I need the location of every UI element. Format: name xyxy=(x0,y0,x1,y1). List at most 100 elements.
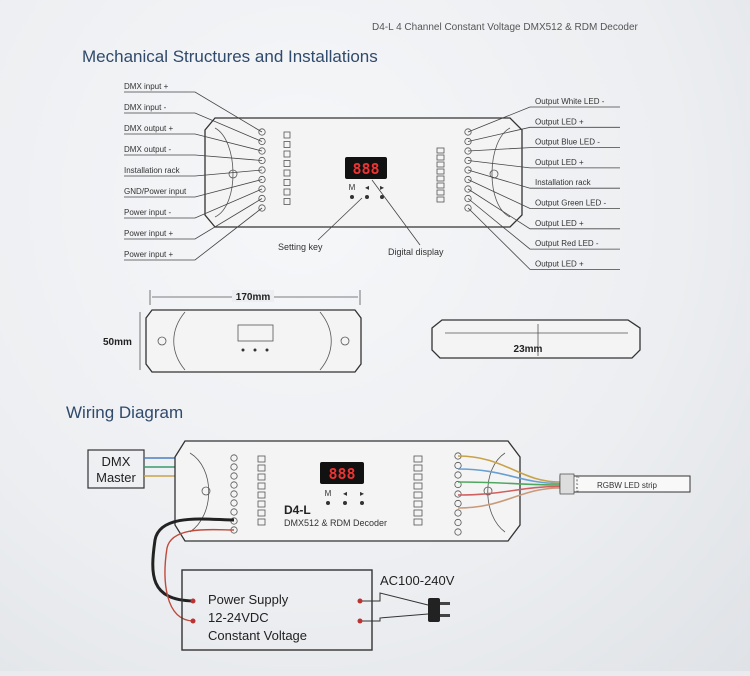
leader-line-left xyxy=(124,179,263,198)
dimension-length: 170mm xyxy=(149,290,361,305)
leader-line-left xyxy=(124,188,263,219)
right-label: Output White LED - xyxy=(535,97,605,106)
wiring-terminal-right xyxy=(454,490,462,498)
strip-pin-label: V+ xyxy=(576,475,580,479)
ps-line3: Constant Voltage xyxy=(208,628,307,643)
wiring-display xyxy=(320,462,364,484)
wiring-terminal-left xyxy=(230,508,238,516)
wiring-terminal-right xyxy=(454,471,462,479)
right-terminal-block xyxy=(436,128,472,212)
right-label: Output LED + xyxy=(535,117,584,126)
leader-line-right xyxy=(467,198,620,250)
terminal-screw-left xyxy=(258,194,266,203)
wiring-key-mark-m: M xyxy=(325,489,332,498)
leader-line-right xyxy=(467,188,620,230)
side-view xyxy=(145,309,362,373)
left-label: DMX output - xyxy=(124,145,171,154)
left-label: DMX input + xyxy=(124,82,169,91)
left-label: DMX input - xyxy=(124,103,167,112)
strip-pin-label: W xyxy=(576,489,579,493)
right-label: Installation rack xyxy=(535,178,592,187)
wiring-terminal-left xyxy=(230,463,238,471)
left-label: DMX output + xyxy=(124,124,173,133)
digital-display xyxy=(345,157,387,179)
strip-pin-label: G xyxy=(576,482,579,486)
wiring-terminal-left xyxy=(230,499,238,507)
right-label: Output LED + xyxy=(535,219,584,228)
width-value: 50mm xyxy=(103,337,132,348)
leader-line-left xyxy=(124,169,263,177)
terminal-screw-left xyxy=(258,175,266,184)
dc-wire-red xyxy=(164,528,235,622)
setting-key-label: Setting key xyxy=(278,242,323,252)
led-strip-label: RGBW LED strip xyxy=(597,481,658,490)
left-label-list: DMX input + DMX input - DMX output + DMX ou… xyxy=(124,82,263,261)
right-label: Output Red LED - xyxy=(535,239,599,248)
wiring-key-mark-down: ◂ xyxy=(343,489,347,498)
terminal-screw-right xyxy=(464,175,472,184)
mechanical-title: Mechanical Structures and Installations xyxy=(82,47,378,66)
leader-line-right xyxy=(467,169,620,189)
key-mark-down: ◂ xyxy=(365,183,369,192)
wiring-terminal-right xyxy=(454,528,462,536)
right-label: Output LED + xyxy=(535,158,584,167)
ac-wire-1 xyxy=(360,592,429,606)
ps-line2: 12-24VDC xyxy=(208,610,269,625)
ac-wire-2 xyxy=(360,613,429,622)
wiring-terminal-left xyxy=(230,490,238,498)
leader-line-left xyxy=(124,133,263,152)
strip-pin-label: B xyxy=(576,486,578,490)
left-label: Power input + xyxy=(124,250,173,259)
left-label: Power input + xyxy=(124,229,173,238)
dmx-master-line2: Master xyxy=(96,470,136,485)
wiring-terminal-left xyxy=(230,481,238,489)
wiring-key-mark-up: ▸ xyxy=(360,489,364,498)
decoder-top-view: 888 M ◂ ▸ xyxy=(204,117,523,228)
terminal-screw-left xyxy=(258,137,266,146)
setting-key-3 xyxy=(380,195,384,199)
leader-line-right xyxy=(467,147,620,152)
leader-line-left xyxy=(124,91,263,133)
height-value: 23mm xyxy=(514,344,543,355)
ps-line1: Power Supply xyxy=(208,592,289,607)
dimension-width: 50mm xyxy=(103,312,141,370)
right-label-list: Output White LED - Output LED + Output Blu… xyxy=(467,97,620,270)
mount-hole-left xyxy=(228,169,238,179)
key-mark-m: M xyxy=(349,183,356,192)
dmx-master-box: DMX Master xyxy=(87,449,145,489)
wiring-title: Wiring Diagram xyxy=(66,403,183,422)
leader-line-right xyxy=(467,179,620,209)
output-wire xyxy=(457,468,561,485)
output-wire xyxy=(457,487,561,509)
left-label: Power input - xyxy=(124,208,171,217)
terminal-screw-left xyxy=(258,147,266,155)
wiring-terminal-right xyxy=(454,518,462,527)
terminal-screw-right xyxy=(464,185,472,193)
terminal-screw-left xyxy=(258,128,266,136)
terminal-screw-right xyxy=(464,166,472,174)
wiring-terminal-left xyxy=(230,454,238,462)
terminal-screw-right xyxy=(464,128,472,136)
leader-line-left xyxy=(124,154,263,161)
left-label: Installation rack xyxy=(124,166,181,175)
terminal-screw-left xyxy=(258,204,266,212)
output-wires xyxy=(457,455,561,509)
setting-key-2 xyxy=(365,195,369,199)
led-strip: RGBW LED strip V+RGBW xyxy=(559,473,691,495)
leader-line-left xyxy=(124,207,263,261)
terminal-screw-right xyxy=(464,137,472,146)
digital-display-label: Digital display xyxy=(388,247,444,257)
decoder-wiring-view: 888 M ◂ ▸ D4-L DMX512 & RDM Decoder xyxy=(174,440,521,542)
terminal-screw-right xyxy=(464,204,472,212)
wiring-terminal-right xyxy=(454,499,462,508)
end-view: 23mm xyxy=(431,319,641,359)
doc-header: D4-L 4 Channel Constant Voltage DMX512 &… xyxy=(372,22,639,33)
display-digits: 888 xyxy=(352,160,379,178)
leader-line-right xyxy=(467,160,620,169)
leader-line-right xyxy=(467,126,620,142)
terminal-screw-right xyxy=(464,194,472,203)
length-value: 170mm xyxy=(236,292,271,303)
strip-pin-label: R xyxy=(576,479,579,483)
right-label: Output Blue LED - xyxy=(535,138,600,147)
